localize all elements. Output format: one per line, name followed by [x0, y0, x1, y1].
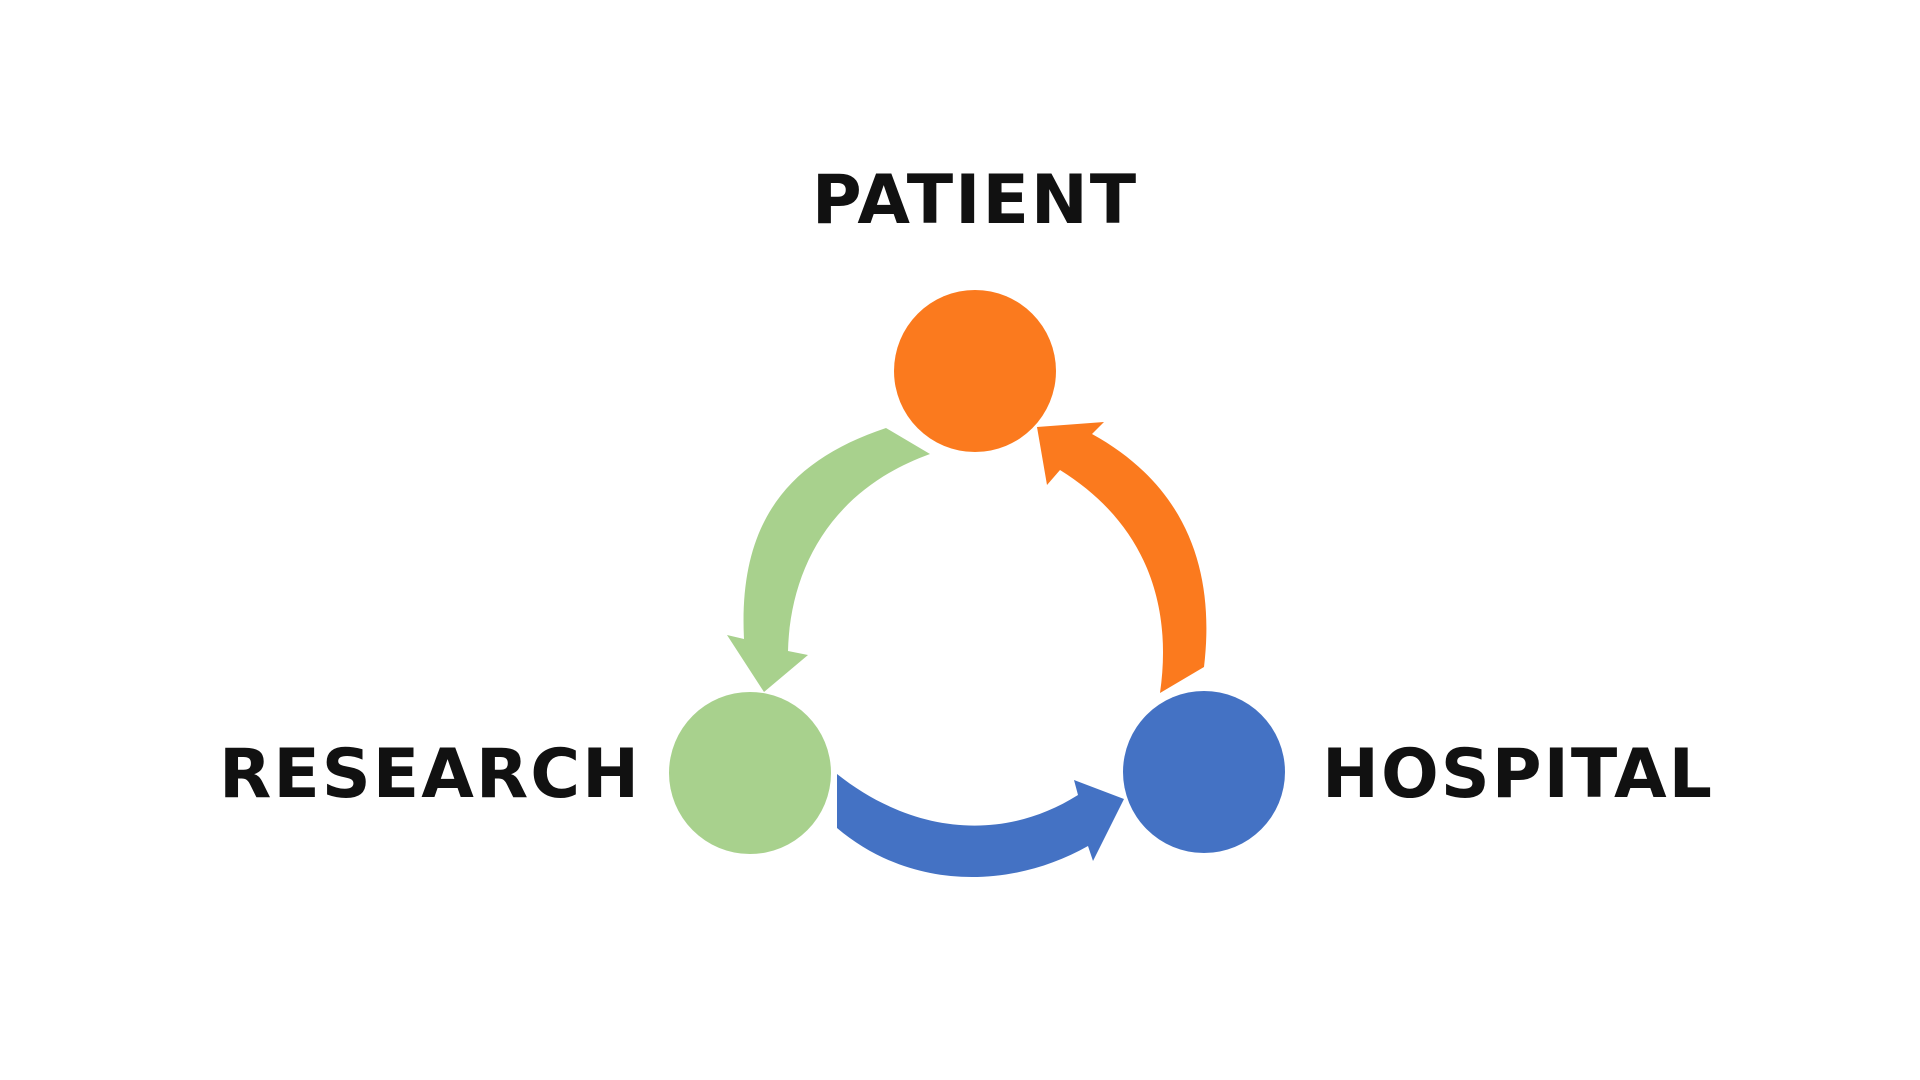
patient-node: [894, 290, 1056, 452]
hospital-label: HOSPITAL: [1322, 735, 1714, 814]
arrow-patient-to-research: [727, 428, 930, 692]
arrow-research-to-hospital: [837, 774, 1124, 878]
patient-label: PATIENT: [812, 161, 1138, 240]
research-node: [669, 692, 831, 854]
research-label: RESEARCH: [219, 735, 641, 814]
arrow-hospital-to-patient: [1037, 422, 1207, 693]
hospital-node: [1123, 691, 1285, 853]
